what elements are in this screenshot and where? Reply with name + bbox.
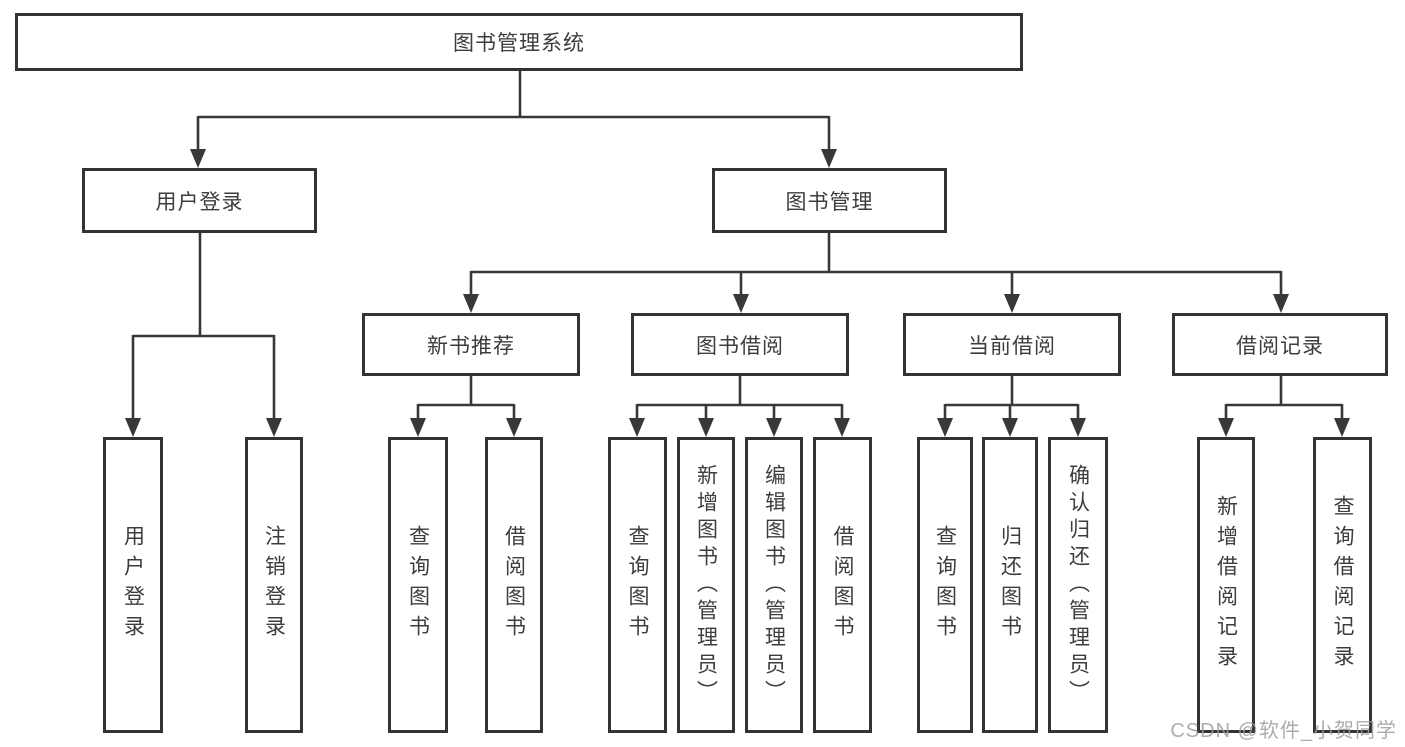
leaf-label: 查询图书 — [933, 525, 957, 645]
node-records-add-record: 新增借阅记录 — [1197, 437, 1255, 733]
node-records-query-record: 查询借阅记录 — [1313, 437, 1372, 733]
node-borrowing-borrow-books: 借阅图书 — [813, 437, 872, 733]
leaf-label: 用户登录 — [121, 525, 145, 645]
node-book-borrowing: 图书借阅 — [631, 313, 849, 376]
node-login-user: 用户登录 — [103, 437, 163, 733]
connector-current-borrowing-to-leaves — [937, 376, 1086, 437]
node-library-management-system: 图书管理系统 — [15, 13, 1023, 71]
node-user-login: 用户登录 — [82, 168, 317, 233]
node-new-book-recommend: 新书推荐 — [362, 313, 580, 376]
leaf-label: 查询图书 — [406, 525, 430, 645]
node-current-return-books: 归还图书 — [982, 437, 1038, 733]
leaf-label: 借阅图书 — [831, 525, 854, 645]
node-borrowing-query-books: 查询图书 — [608, 437, 667, 733]
leaf-label: 借阅图书 — [502, 525, 526, 645]
leaf-label: 归还图书 — [998, 525, 1022, 645]
node-borrowing-records: 借阅记录 — [1172, 313, 1388, 376]
connector-root-to-level2 — [190, 70, 837, 168]
node-newbook-query-books: 查询图书 — [388, 437, 448, 733]
leaf-label: 注销登录 — [262, 525, 286, 645]
node-borrowing-edit-books-admin: 编辑图书（管理员） — [745, 437, 803, 733]
node-current-confirm-return-admin: 确认归还（管理员） — [1048, 437, 1108, 733]
leaf-label: 查询图书 — [626, 525, 649, 645]
node-current-query-books: 查询图书 — [917, 437, 973, 733]
node-borrowing-add-books-admin: 新增图书（管理员） — [677, 437, 735, 733]
connector-user-login-to-leaves — [125, 233, 282, 437]
leaf-label: 编辑图书（管理员） — [762, 463, 786, 707]
connector-book-management-to-level3 — [463, 233, 1289, 313]
node-newbook-borrow-books: 借阅图书 — [485, 437, 543, 733]
leaf-label: 查询借阅记录 — [1331, 495, 1354, 675]
csdn-watermark: CSDN @软件_小贺同学 — [1170, 720, 1397, 742]
connector-borrowing-records-to-leaves — [1218, 376, 1350, 437]
node-logout: 注销登录 — [245, 437, 303, 733]
node-book-management: 图书管理 — [712, 168, 947, 233]
leaf-label: 确认归还（管理员） — [1066, 463, 1090, 707]
leaf-label: 新增借阅记录 — [1214, 495, 1238, 675]
connector-new-book-recommend-to-leaves — [410, 376, 522, 437]
leaf-label: 新增图书（管理员） — [694, 463, 718, 707]
connector-book-borrowing-to-leaves — [629, 376, 850, 437]
node-current-borrowing: 当前借阅 — [903, 313, 1121, 376]
